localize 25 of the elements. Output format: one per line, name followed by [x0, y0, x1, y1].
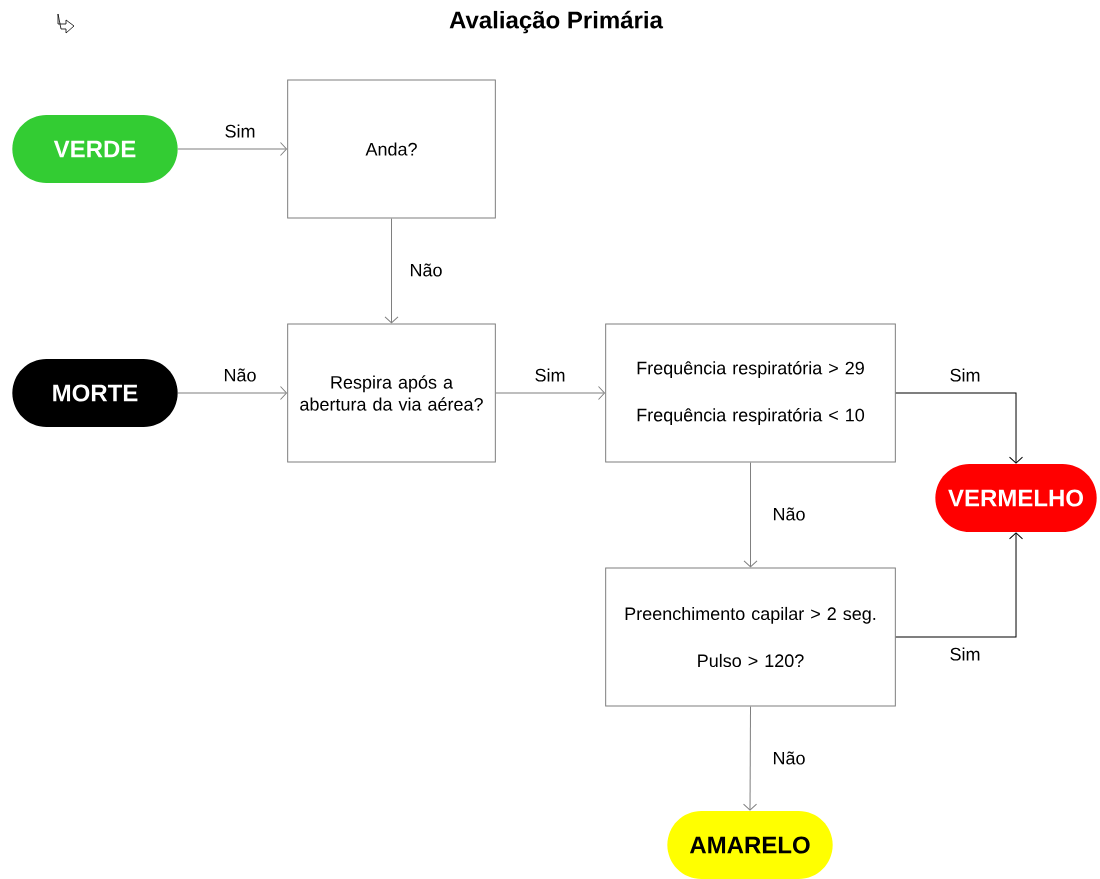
title: Avaliação Primária — [449, 10, 664, 34]
terminal-pill: MORTE — [12, 359, 178, 427]
edge-label: Não — [410, 263, 442, 277]
edge-label: Não — [773, 751, 805, 765]
edge-label: Sim — [950, 647, 980, 661]
process-box: Preenchimento capilar > 2 seg. Pulso > 120? — [605, 567, 896, 707]
arrow — [895, 532, 1023, 638]
arrow — [743, 706, 758, 811]
process-box: Frequência respiratória > 29 Frequência respiratória < 10 — [605, 323, 896, 463]
terminal-pill: VERMELHO — [935, 464, 1097, 532]
arrow — [384, 218, 399, 324]
arrow — [895, 392, 1023, 464]
edge-label: Sim — [535, 368, 565, 382]
process-box: Respira após a abertura da via aérea? — [287, 323, 496, 463]
process-box: Anda? — [287, 79, 496, 219]
arrow — [495, 386, 605, 400]
arrow — [177, 386, 287, 400]
arrow — [743, 462, 758, 568]
terminal-pill: AMARELO — [667, 811, 833, 879]
edge-label: Sim — [950, 368, 980, 382]
edge-label: Não — [773, 507, 805, 521]
terminal-pill: VERDE — [12, 115, 178, 183]
edge-label: Não — [224, 368, 256, 382]
edge-label: Sim — [225, 124, 255, 138]
arrow — [177, 142, 287, 156]
